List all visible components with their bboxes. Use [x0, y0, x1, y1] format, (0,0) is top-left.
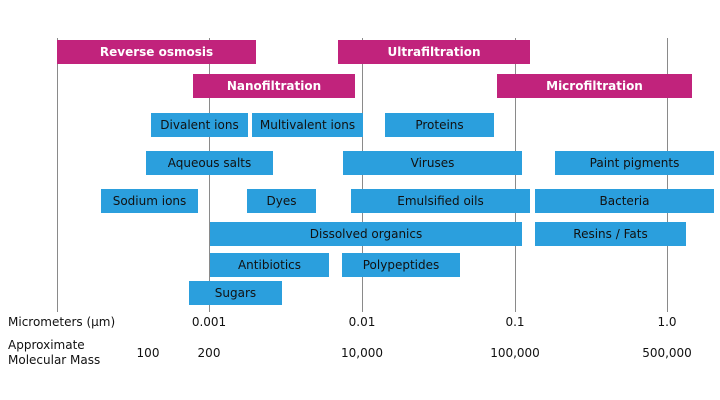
mass-axis-label-line1: Approximate: [8, 338, 85, 352]
substance-polypeptides: Polypeptides: [342, 253, 460, 277]
gridline-4: [515, 38, 516, 312]
mass-tick-200: 200: [197, 346, 221, 360]
process-reverse-osmosis: Reverse osmosis: [57, 40, 256, 64]
mass-tick-100000: 100,000: [490, 346, 540, 360]
gridline-3: [362, 38, 363, 312]
mass-tick-500000: 500,000: [642, 346, 692, 360]
gridline-5: [667, 38, 668, 312]
substance-antibiotics: Antibiotics: [210, 253, 329, 277]
mass-tick-100: 100: [136, 346, 160, 360]
mass-axis-label-line2: Molecular Mass: [8, 353, 101, 367]
substance-resins-fats: Resins / Fats: [535, 222, 686, 246]
mass-tick-10000: 10,000: [341, 346, 383, 360]
process-nanofiltration: Nanofiltration: [193, 74, 355, 98]
micrometer-tick-0-001: 0.001: [191, 315, 227, 329]
process-microfiltration: Microfiltration: [497, 74, 692, 98]
substance-sugars: Sugars: [189, 281, 282, 305]
substance-dissolved-organics: Dissolved organics: [210, 222, 522, 246]
micrometers-axis-label: Micrometers (µm): [8, 315, 116, 329]
substance-bacteria: Bacteria: [535, 189, 714, 213]
substance-aqueous-salts: Aqueous salts: [146, 151, 273, 175]
process-ultrafiltration: Ultrafiltration: [338, 40, 530, 64]
substance-multivalent-ions: Multivalent ions: [252, 113, 363, 137]
substance-paint-pigments: Paint pigments: [555, 151, 714, 175]
substance-sodium-ions: Sodium ions: [101, 189, 198, 213]
substance-viruses: Viruses: [343, 151, 522, 175]
substance-emulsified-oils: Emulsified oils: [351, 189, 530, 213]
gridline-2: [209, 38, 210, 312]
micrometer-tick-1-0: 1.0: [657, 315, 677, 329]
substance-divalent-ions: Divalent ions: [151, 113, 248, 137]
micrometer-tick-0-1: 0.1: [505, 315, 525, 329]
gridline-1: [57, 38, 58, 312]
substance-proteins: Proteins: [385, 113, 494, 137]
micrometer-tick-0-01: 0.01: [348, 315, 376, 329]
substance-dyes: Dyes: [247, 189, 316, 213]
